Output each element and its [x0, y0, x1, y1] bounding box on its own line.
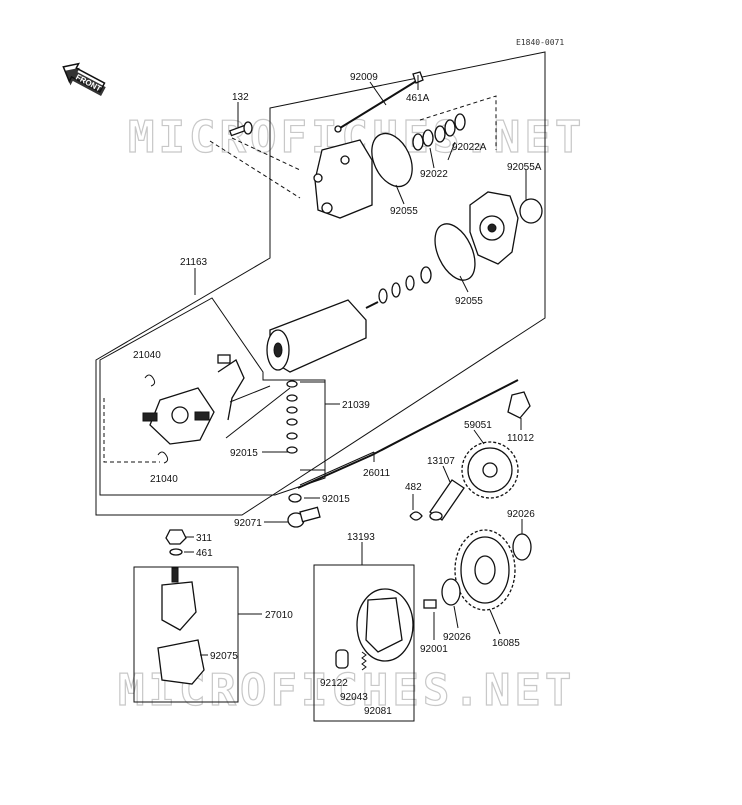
label-92001: 92001	[420, 644, 448, 655]
label-311: 311	[196, 533, 212, 544]
label-92022: 92022	[420, 169, 448, 180]
roller-92122	[335, 649, 349, 669]
label-11012: 11012	[507, 433, 535, 444]
label-27010: 27010	[265, 610, 293, 621]
circlip-482	[409, 511, 423, 521]
label-92075: 92075	[210, 651, 238, 662]
starter-yoke	[266, 299, 379, 373]
through-bolt-92009	[339, 79, 419, 129]
bracket-21039	[300, 381, 326, 471]
label-461: 461	[196, 548, 213, 559]
gear-59051	[461, 441, 519, 499]
end-cover-rear	[469, 191, 519, 265]
spring-92081	[361, 651, 367, 671]
brush-spring-21040-top	[144, 374, 156, 387]
label-92055-lower: 92055	[455, 296, 483, 307]
label-92015-b: 92015	[322, 494, 350, 505]
part-labels: 132 92009 461A 92022A 92022 92055 92055A…	[133, 72, 542, 717]
label-92055A: 92055A	[507, 162, 542, 173]
washer-92026-lower	[441, 578, 461, 606]
boot-92071	[287, 506, 321, 528]
o-ring-92055-top	[371, 132, 413, 188]
label-92081: 92081	[364, 706, 392, 717]
washer-stack-92022	[412, 113, 466, 151]
o-ring-92055A	[519, 198, 543, 224]
washer-461	[169, 548, 183, 556]
drawing-code: E1840-0071	[516, 38, 564, 47]
label-92009: 92009	[350, 72, 378, 83]
solenoid-27010	[161, 567, 197, 631]
front-arrow-icon: FRONT	[62, 62, 106, 96]
bolt-92001	[423, 599, 437, 609]
label-92015-a: 92015	[230, 448, 258, 459]
screw-132	[228, 121, 253, 137]
label-461A: 461A	[406, 93, 430, 104]
label-92055-top: 92055	[390, 206, 418, 217]
nut-311	[165, 529, 187, 545]
brush-plate	[142, 387, 215, 445]
solenoid-box	[133, 566, 239, 703]
shaft-washers	[378, 266, 432, 304]
o-ring-92055-lower	[434, 223, 476, 281]
end-cover-front	[313, 139, 373, 219]
idler-shaft-13107	[429, 479, 465, 521]
label-13193: 13193	[347, 532, 375, 543]
sprocket-16085	[454, 529, 516, 611]
label-21040-bottom: 21040	[150, 474, 178, 485]
label-92026-top: 92026	[507, 509, 535, 520]
label-92122: 92122	[320, 678, 348, 689]
label-92071: 92071	[234, 518, 262, 529]
label-92022A: 92022A	[452, 142, 487, 153]
label-92043: 92043	[340, 692, 368, 703]
starter-group-outline	[95, 51, 546, 516]
terminal-cap-11012	[507, 391, 531, 419]
starter-clutch-13193	[356, 588, 414, 662]
label-92026-lower: 92026	[443, 632, 471, 643]
label-482: 482	[405, 482, 422, 493]
leader-lines	[184, 75, 527, 656]
label-21040-top: 21040	[133, 350, 161, 361]
label-13107: 13107	[427, 456, 455, 467]
brush-lead	[217, 359, 245, 421]
brush-group-outline	[99, 297, 326, 496]
label-26011: 26011	[363, 468, 391, 479]
label-21039: 21039	[342, 400, 370, 411]
label-21163: 21163	[180, 257, 208, 268]
washer-92026-top	[512, 533, 532, 561]
starter-cable-26011	[297, 379, 519, 489]
label-132: 132	[232, 92, 249, 103]
label-59051: 59051	[464, 420, 492, 431]
terminal-stack-92015	[286, 380, 302, 503]
label-16085: 16085	[492, 638, 520, 649]
clutch-box	[313, 564, 415, 722]
relay-92075	[157, 639, 205, 685]
brush-spring-21040-bottom	[157, 451, 169, 464]
